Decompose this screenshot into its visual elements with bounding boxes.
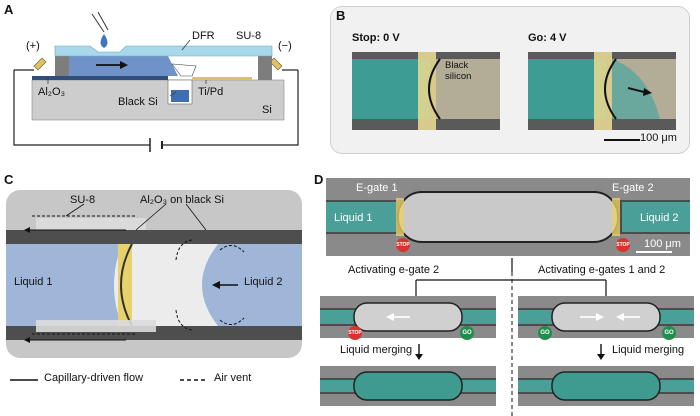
stop-badge-3: STOP xyxy=(348,326,362,340)
label-black-si-a: Black Si xyxy=(118,96,158,108)
panel-a-schematic xyxy=(13,11,299,152)
label-tipd: Ti/Pd xyxy=(198,86,224,98)
go-badge-2: GO xyxy=(538,326,552,340)
panel-c-3d-channel xyxy=(6,203,302,343)
label-go-4v: Go: 4 V xyxy=(528,32,567,44)
label-activating-egate2: Activating e-gate 2 xyxy=(348,264,440,276)
scale-bar-b xyxy=(604,139,640,141)
legend-line-solid xyxy=(10,379,38,381)
label-dfr: DFR xyxy=(192,30,215,42)
label-scale-d: 100 μm xyxy=(644,238,681,250)
label-minus: (−) xyxy=(278,40,292,52)
label-al2o3-a: Al₂O₃ xyxy=(38,86,66,98)
stop-badge-2: STOP xyxy=(616,238,630,252)
label-plus: (+) xyxy=(26,40,40,52)
label-al2o3-black-si-c: Al₂O₃ on black Si xyxy=(140,194,224,206)
label-activating-egates12: Activating e-gates 1 and 2 xyxy=(538,264,666,276)
label-egate1: E-gate 1 xyxy=(356,182,398,194)
label-liquid2-c: Liquid 2 xyxy=(244,276,283,288)
micrograph-stop xyxy=(352,52,500,130)
label-liquid1-d: Liquid 1 xyxy=(334,212,373,224)
label-scale-b: 100 μm xyxy=(640,132,677,144)
panel-label-d: D xyxy=(314,172,324,187)
go-badge-1: GO xyxy=(460,326,474,340)
micrograph-d-right-merged xyxy=(518,366,694,406)
legend-air-vent: Air vent xyxy=(214,372,252,384)
legend-capillary-flow: Capillary-driven flow xyxy=(44,372,144,384)
legend-line-dashed xyxy=(180,379,208,381)
micrograph-d-left-merged xyxy=(320,366,496,406)
label-su8-a: SU-8 xyxy=(236,30,262,42)
label-liquid1-c: Liquid 1 xyxy=(14,276,53,288)
label-liquid2-d: Liquid 2 xyxy=(640,212,679,224)
panel-label-b: B xyxy=(336,8,346,23)
label-su8-c: SU-8 xyxy=(70,194,96,206)
label-merging-right: Liquid merging xyxy=(612,344,685,356)
panel-label-c: C xyxy=(4,172,14,187)
label-black-silicon: Black silicon xyxy=(445,60,472,82)
micrograph-go xyxy=(528,52,676,130)
label-egate2: E-gate 2 xyxy=(612,182,654,194)
label-si: Si xyxy=(262,104,272,116)
merge-arrow-right xyxy=(597,344,605,360)
stop-badge-1: STOP xyxy=(396,238,410,252)
label-merging-left: Liquid merging xyxy=(340,344,413,356)
panel-label-a: A xyxy=(4,2,14,17)
label-stop-0v: Stop: 0 V xyxy=(352,32,400,44)
scale-bar-d xyxy=(636,251,672,253)
branch-lines xyxy=(415,258,607,416)
merge-arrow-left xyxy=(415,344,423,360)
go-badge-3: GO xyxy=(662,326,676,340)
